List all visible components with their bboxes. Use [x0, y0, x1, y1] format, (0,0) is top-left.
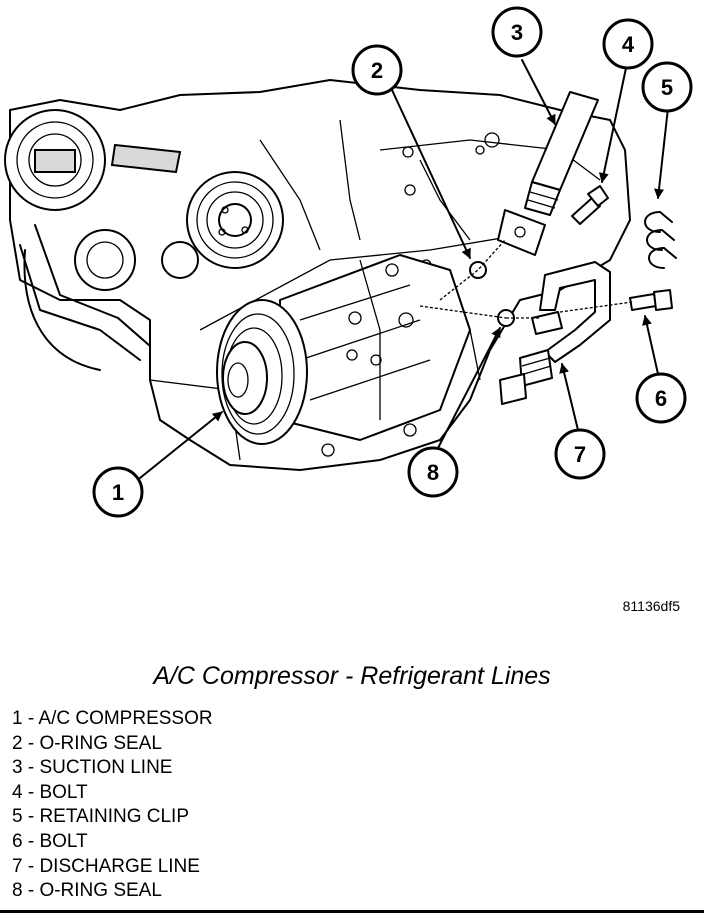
- callout-3: 3: [491, 6, 543, 58]
- legend-item: 3 - SUCTION LINE: [12, 757, 173, 779]
- bottom-rule: [0, 910, 704, 913]
- callout-1: 1: [92, 466, 144, 518]
- legend-item: 7 - DISCHARGE LINE: [12, 855, 200, 877]
- svg-text:8: 8: [427, 460, 439, 485]
- callout-leaders: [139, 59, 669, 479]
- parts-legend: 1 - A/C COMPRESSOR 2 - O-RING SEAL 3 - S…: [12, 707, 213, 904]
- suction-line: [497, 91, 599, 256]
- bolt-6-part: [629, 289, 673, 311]
- svg-text:2: 2: [371, 58, 383, 83]
- svg-text:3: 3: [511, 20, 523, 45]
- legend-item: 1 - A/C COMPRESSOR: [12, 708, 213, 729]
- figure-caption: A/C Compressor - Refrigerant Lines: [153, 662, 551, 690]
- legend-item: 2 - O-RING SEAL: [12, 732, 162, 754]
- svg-text:7: 7: [574, 442, 586, 467]
- ac-compressor: [216, 254, 471, 445]
- retaining-clip-part: [644, 211, 677, 269]
- callout-2: 2: [351, 44, 403, 96]
- legend-item: 6 - BOLT: [12, 830, 88, 852]
- svg-text:4: 4: [622, 32, 635, 57]
- svg-text:5: 5: [661, 75, 673, 100]
- legend-item: 5 - RETAINING CLIP: [12, 806, 190, 828]
- engine-compressor-illustration: 1 2 3 4 5 6 7 8: [4, 6, 693, 518]
- o-ring-seal-2-part: [469, 261, 487, 279]
- callout-6: 6: [635, 372, 687, 424]
- svg-text:6: 6: [655, 386, 667, 411]
- alignment-lines: [419, 239, 633, 319]
- legend-item: 8 - O-RING SEAL: [12, 880, 162, 902]
- callout-7: 7: [554, 428, 606, 480]
- callout-5: 5: [641, 61, 693, 113]
- legend-item: 4 - BOLT: [12, 781, 88, 803]
- svg-text:1: 1: [112, 480, 124, 505]
- callout-8: 8: [407, 446, 459, 498]
- callout-4: 4: [602, 18, 654, 70]
- figure-code: 81136df5: [622, 598, 680, 614]
- drive-belt-pulleys: [4, 109, 284, 371]
- bolt-4-part: [571, 185, 609, 225]
- discharge-line: [499, 261, 611, 405]
